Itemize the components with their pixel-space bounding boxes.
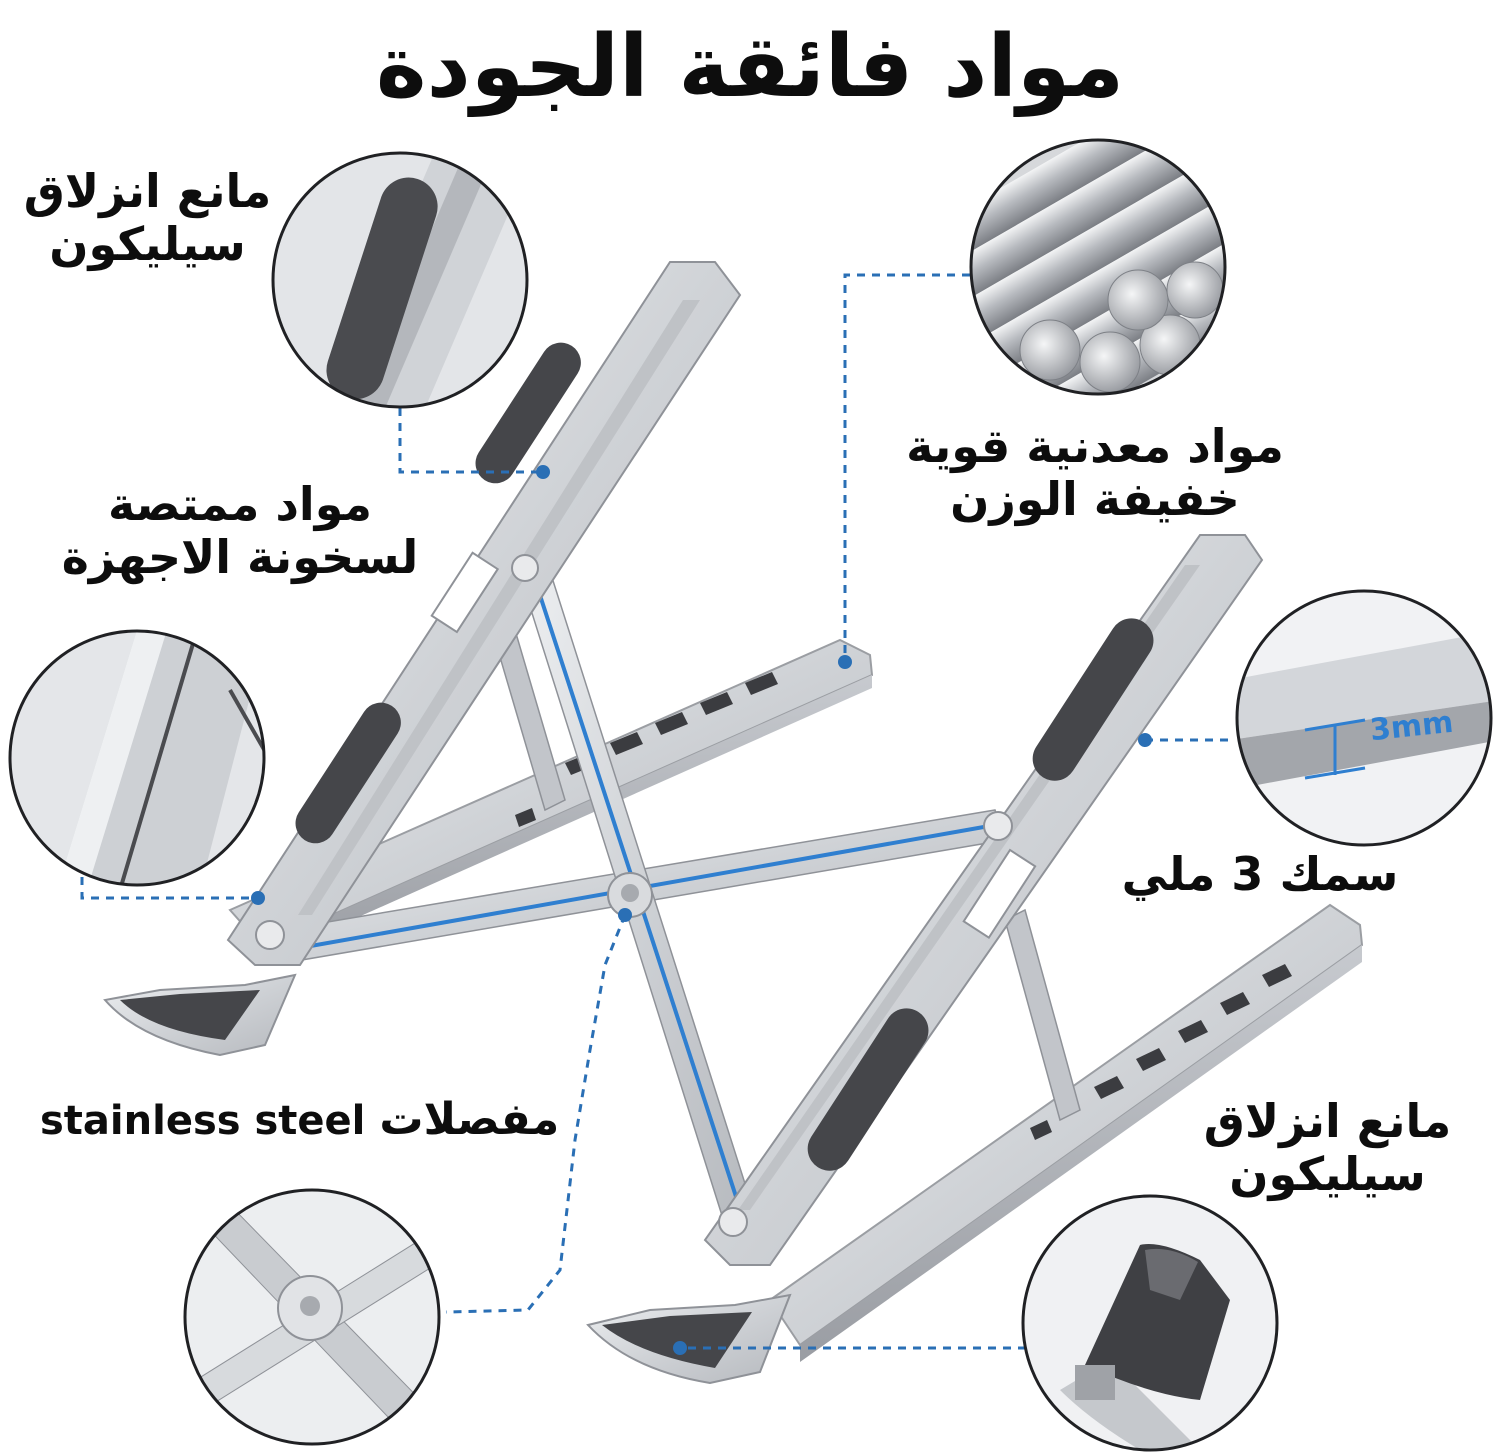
callout-line: مانع انزلاق: [1203, 1094, 1452, 1148]
x-brace: [279, 564, 1006, 1226]
callout-hinges-en: stainless steel: [40, 1098, 366, 1144]
vent-slots: [515, 672, 778, 827]
front-foot: [586, 1293, 792, 1385]
front-upright: [703, 534, 1264, 1266]
callout-heat-absorbing: مواد ممتصة لسخونة الاجهزة: [40, 478, 440, 584]
callout-anti-slip-top: مانع انزلاق سيليكون: [20, 165, 275, 271]
callout-thickness: سمك 3 ملي: [1121, 847, 1399, 901]
back-upright: [226, 261, 742, 966]
callout-connectors: [80, 273, 1228, 1350]
support-struts: [494, 628, 1081, 1122]
zoom-circle-thickness: [1235, 589, 1493, 847]
callout-strong-metal: مواد معدنية قوية خفيفة الوزن: [880, 420, 1310, 526]
callout-hinges-ar: مفصلات: [379, 1094, 560, 1145]
callout-anti-slip-bottom: مانع انزلاق سيليكون: [1195, 1095, 1460, 1201]
zoom-circle-metal-rods: [969, 138, 1227, 396]
zoom-circle-foot-pad: [1021, 1194, 1279, 1452]
callout-line: مواد معدنية قوية: [906, 419, 1284, 473]
callout-line: مانع انزلاق: [23, 164, 272, 218]
callout-line: مواد ممتصة: [107, 477, 373, 531]
zoom-circle-hinge: [183, 1188, 441, 1446]
callout-line: سيليكون: [49, 216, 246, 271]
zoom-circle-silicone-strip: [271, 151, 529, 409]
callout-line: سيليكون: [1229, 1146, 1426, 1201]
vent-slots: [1030, 964, 1292, 1140]
page-title: مواد فائقة الجودة: [375, 17, 1125, 117]
callout-hinges: stainless steel مفصلات: [40, 1094, 559, 1146]
callout-line: لسخونة الاجهزة: [61, 529, 419, 584]
callout-dots: [251, 465, 1152, 1355]
zoom-circle-aluminum-edge: [8, 629, 266, 887]
back-foot: [103, 973, 297, 1057]
front-base-plate: [768, 903, 1364, 1362]
callout-line: خفيفة الوزن: [950, 471, 1240, 526]
